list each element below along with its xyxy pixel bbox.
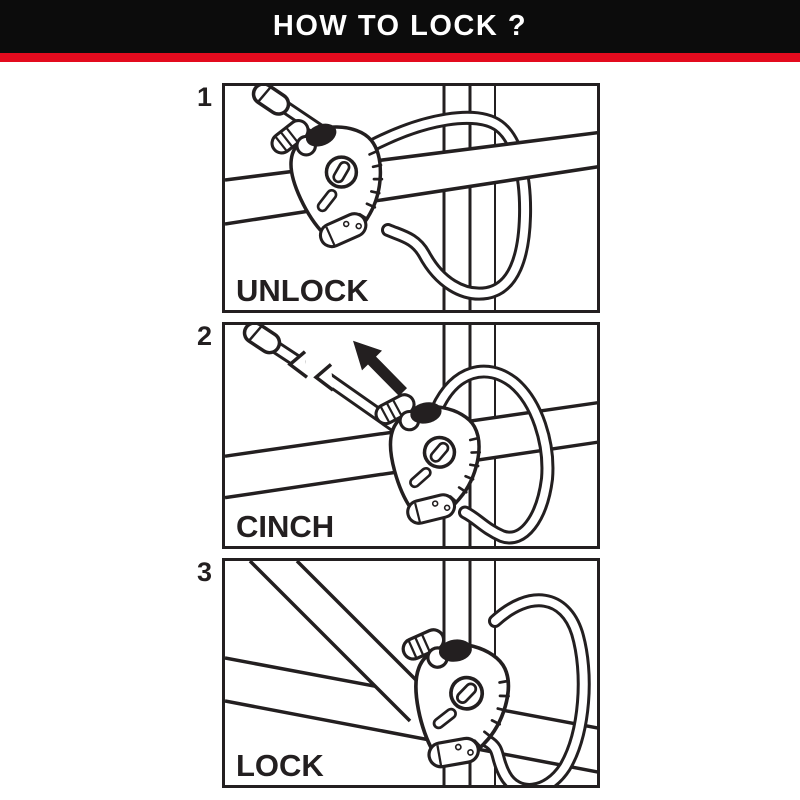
step-number: 3	[196, 557, 212, 587]
header-banner: HOW TO LOCK ?	[0, 0, 800, 53]
cable-break-marks	[287, 350, 335, 392]
step-row-1: 1	[186, 83, 800, 313]
step-2-illustration	[225, 325, 597, 546]
step-caption: CINCH	[236, 509, 335, 544]
cable-loop	[364, 110, 533, 301]
illustration-panel-3: LOCK	[222, 558, 600, 788]
step-3-illustration	[225, 561, 597, 785]
cable-end-cap	[251, 86, 291, 116]
cable-end-cap	[242, 325, 282, 355]
page-title: HOW TO LOCK ?	[272, 10, 528, 42]
step-caption: UNLOCK	[236, 273, 369, 308]
instruction-steps: 1	[0, 62, 800, 788]
step-caption: LOCK	[236, 748, 324, 783]
step-1-illustration	[225, 86, 597, 310]
illustration-panel-1: UNLOCK	[222, 83, 600, 313]
cable-loop	[480, 593, 591, 785]
step-number: 1	[196, 82, 212, 112]
step-number: 2	[196, 321, 212, 351]
cable-loop	[430, 364, 555, 545]
illustration-panel-2: CINCH	[222, 322, 600, 549]
red-accent-stripe	[0, 53, 800, 62]
step-row-2: 2	[186, 322, 800, 549]
step-row-3: 3	[186, 558, 800, 788]
pull-direction-arrow	[353, 340, 407, 397]
